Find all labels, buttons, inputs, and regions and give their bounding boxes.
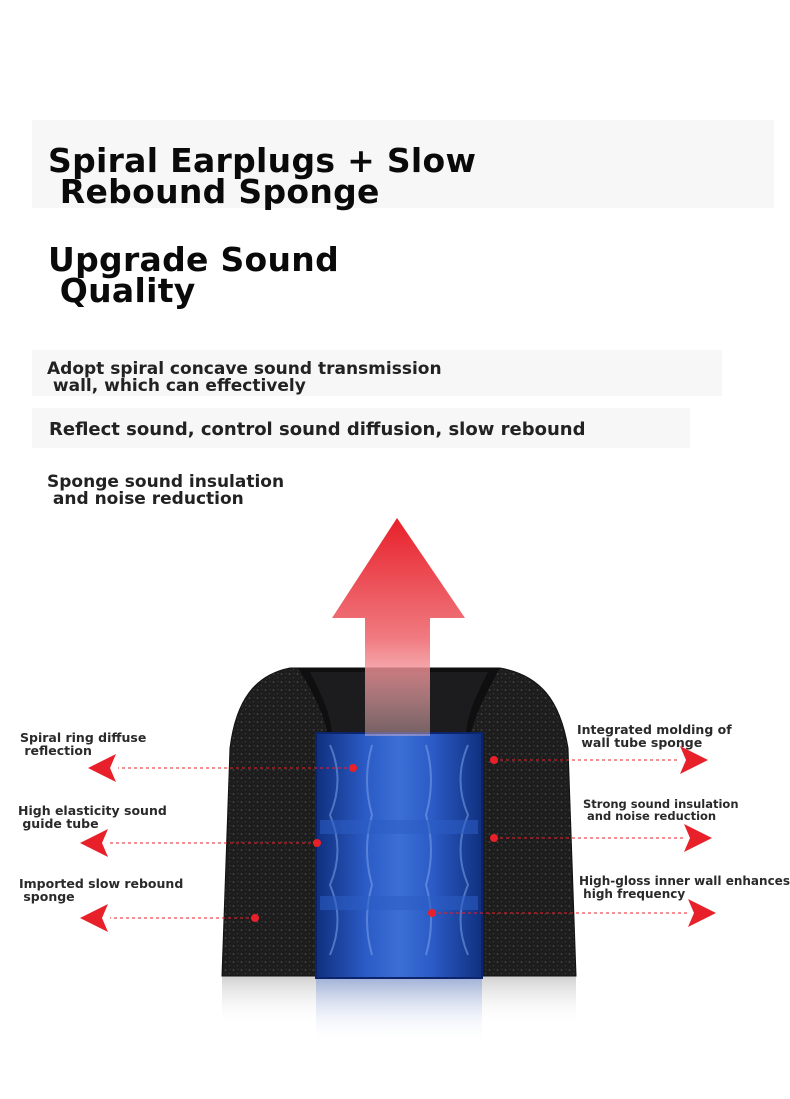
sound-guide-tube — [315, 732, 483, 979]
desc-band-2 — [32, 408, 690, 448]
title-band — [32, 120, 774, 208]
left-callout-dots — [251, 764, 357, 922]
left-arrowheads — [80, 754, 116, 932]
right-callout-dots — [428, 756, 498, 917]
sound-output-arrow — [332, 518, 465, 736]
callout-spiral-ring: Spiral ring diffuse reflection — [20, 730, 147, 758]
description-paragraph-1: Adopt spiral concave sound transmission … — [47, 359, 442, 396]
left-callout-arrows — [110, 767, 353, 919]
callout-elastic-tube: High elasticity sound guide tube — [18, 803, 167, 831]
callout-sound-insulation: Strong sound insulation and noise reduct… — [583, 797, 739, 823]
heading-subtitle: Upgrade Sound Quality — [48, 240, 340, 310]
right-callout-arrows — [432, 759, 688, 914]
right-arrowheads — [680, 746, 716, 927]
callout-high-gloss: High-gloss inner wall enhances high freq… — [579, 874, 790, 901]
description-paragraph-3: Sponge sound insulation and noise reduct… — [47, 472, 285, 509]
tube-reflection — [316, 976, 482, 1046]
desc-band-1 — [32, 350, 722, 396]
description-paragraph-2: Reflect sound, control sound diffusion, … — [49, 419, 586, 440]
heading-title: Spiral Earplugs + Slow Rebound Sponge — [48, 141, 477, 211]
callout-integrated-molding: Integrated molding of wall tube sponge — [577, 722, 732, 750]
callout-slow-rebound: Imported slow rebound sponge — [19, 876, 184, 904]
